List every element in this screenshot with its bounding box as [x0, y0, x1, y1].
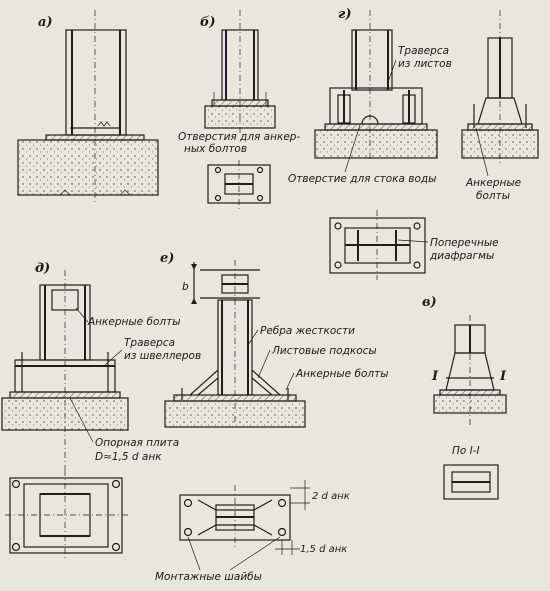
section-mark-right: I [499, 369, 507, 384]
panel-v: в) I I По I-I [422, 295, 507, 500]
base-plate-label-2: D≈1,5 d анк [95, 451, 162, 463]
panel-b-tag: б) [200, 15, 216, 30]
anchor-bolts-g-label-2: болты [476, 190, 510, 202]
base-plate-label-1: Опорная плита [95, 437, 179, 449]
panel-e-tag: е) [160, 251, 174, 266]
dim-15d-label: 1,5 d анк [300, 544, 347, 555]
anchor-bolts-g-label-1: Анкерные [465, 177, 521, 189]
diaphragms-label-1: Поперечные [430, 237, 499, 249]
panel-v-tag: в) [422, 295, 437, 310]
panel-g-tag: г) [338, 7, 351, 22]
section-mark-left: I [431, 369, 439, 384]
traverse-sheets-label-1: Траверса [398, 45, 449, 57]
anchor-bolts-d-label: Анкерные болты [87, 316, 181, 328]
section-title: По I-I [452, 445, 480, 457]
traverse-channels-label-2: из швеллеров [124, 350, 201, 362]
dim-b-label: b [182, 281, 189, 293]
panel-b: б) Отверстия для анкер- ных болтов [178, 10, 300, 210]
traverse-sheets-label-2: из листов [398, 58, 452, 70]
panel-d: д) Анкерные болты Траверса из швеллеров … [1, 261, 201, 560]
dim-2d-label: 2 d анк [312, 491, 350, 502]
drain-hole-label: Отверстие для стока воды [288, 173, 436, 185]
panel-e: е) b Ребра жесткости Листовые подкосы Ан… [155, 251, 389, 583]
panel-g: г) Траверса из листов Отверстие для сток… [288, 7, 539, 280]
panel-d-tag: д) [35, 261, 50, 276]
diaphragms-label-2: диафрагмы [429, 250, 494, 262]
anchor-bolts-e-label: Анкерные болты [295, 368, 389, 380]
panel-a-tag: а) [38, 15, 53, 30]
sheet-braces-label: Листовые подкосы [271, 345, 377, 357]
anchor-holes-label-2: ных болтов [184, 143, 247, 155]
traverse-channels-label-1: Траверса [124, 337, 175, 349]
anchor-holes-label-1: Отверстия для анкер- [178, 131, 300, 143]
panel-a: а) [17, 10, 159, 205]
stiffeners-label: Ребра жесткости [260, 325, 355, 337]
washers-label: Монтажные шайбы [155, 571, 262, 583]
